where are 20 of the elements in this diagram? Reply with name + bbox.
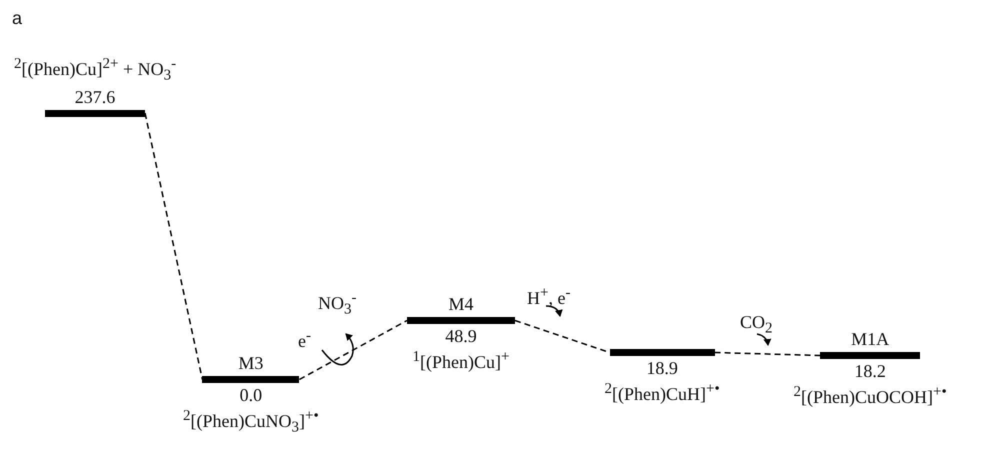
species-label: CO$_{2}$ <box>740 312 773 338</box>
dashed-connector <box>299 320 408 380</box>
dashed-connector <box>714 352 820 356</box>
energy-level <box>604 347 720 405</box>
level-label: $^{2}$[(Phen)CuNO$_{3}$]$^{+•}$ <box>183 407 319 438</box>
level-label: $^{2}$[(Phen)CuOCOH]$^{+•}$ <box>794 383 947 408</box>
energy-value: 0.0 <box>240 385 262 406</box>
level-label: $^{2}$[(Phen)CuH]$^{+•}$ <box>604 380 720 405</box>
level-label: M3 <box>238 353 264 374</box>
energy-value: 18.2 <box>854 361 886 382</box>
energy-value: 237.6 <box>74 86 116 108</box>
level-label: M1A <box>851 329 890 350</box>
species-label: e$^{-}$ <box>298 328 311 352</box>
energy-value: 48.9 <box>445 326 477 347</box>
energy-value: 18.9 <box>646 358 678 379</box>
level-label: $^{1}$[(Phen)Cu]$^{+}$ <box>412 348 510 373</box>
species-label: H$^{+}$, e$^{-}$ <box>527 285 570 309</box>
panel-letter: a <box>12 8 22 29</box>
level-label: M4 <box>448 294 474 315</box>
dashed-connector <box>144 112 204 380</box>
